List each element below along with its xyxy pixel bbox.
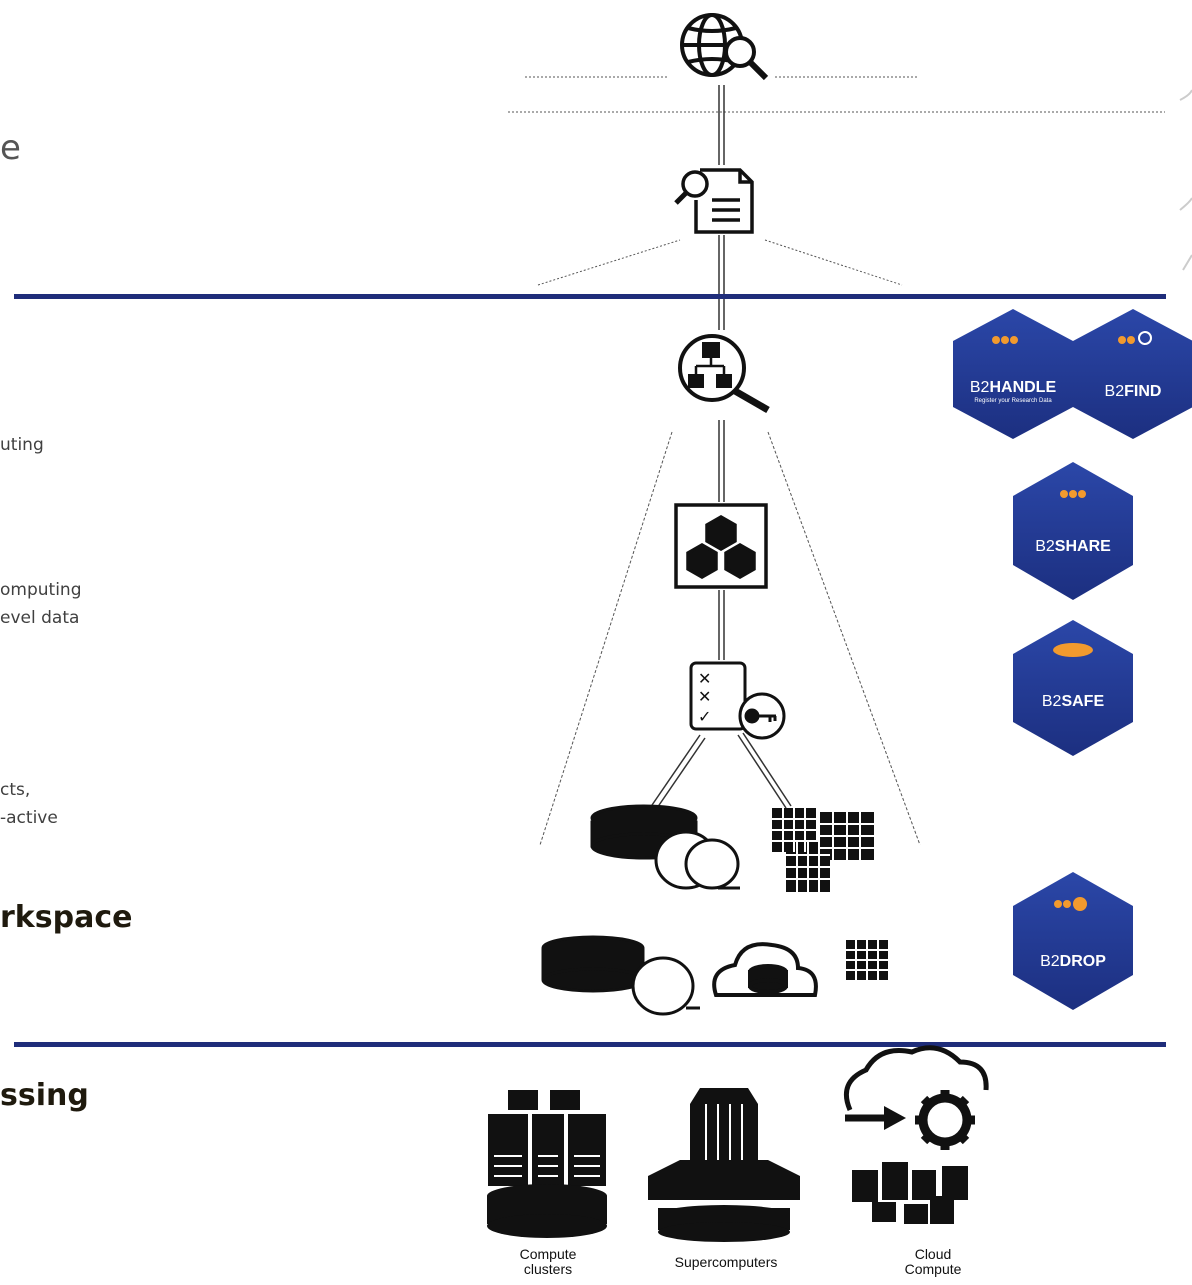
b2handle-label: B2HANDLE — [970, 379, 1057, 396]
left-fragment-top: e — [0, 128, 21, 168]
b2handle-tile[interactable]: B2HANDLE Register your Research Data — [953, 309, 1073, 439]
b2safe-label: B2SAFE — [1042, 693, 1105, 710]
left-fragment-2b: evel data — [0, 608, 80, 628]
heading-workspace: rkspace — [0, 900, 133, 935]
b2drop-tile[interactable]: B2DROP — [1013, 872, 1133, 1010]
checklist-key-icon: ✕ ✕ ✓ — [689, 661, 786, 740]
compute-clusters-icon — [487, 1090, 607, 1238]
cone-dashed-lines — [539, 431, 921, 846]
caption-cloud-compute: Cloud Compute — [904, 1246, 962, 1277]
b2share-label: B2SHARE — [1035, 538, 1111, 555]
network-search-icon — [678, 334, 770, 414]
b2handle-subtitle: Register your Research Data — [974, 398, 1052, 404]
band-bottom — [14, 1042, 1166, 1047]
b2drop-label: B2DROP — [1040, 953, 1106, 970]
right-edge-arcs — [1179, 89, 1192, 271]
cloud-storage-icon — [712, 942, 818, 997]
cloud-compute-icon — [844, 1045, 989, 1224]
left-fragment-2a: omputing — [0, 580, 82, 600]
left-fragment-3b: -active — [0, 808, 58, 828]
b2find-tile[interactable]: B2FIND — [1073, 309, 1192, 439]
top-dotted-lines — [508, 76, 1165, 286]
caption-supercomputers: Supercomputers — [674, 1254, 778, 1270]
svg-text:✓: ✓ — [698, 707, 711, 726]
svg-text:✕: ✕ — [698, 687, 711, 706]
spine-double-line — [649, 85, 792, 812]
b2safe-tile[interactable]: B2SAFE — [1013, 620, 1133, 756]
globe-search-icon — [680, 13, 769, 81]
svg-text:✕: ✕ — [698, 669, 711, 688]
supercomputer-icon — [648, 1088, 800, 1242]
caption-compute-clusters: Compute clusters — [519, 1246, 577, 1277]
b2find-label: B2FIND — [1105, 383, 1162, 400]
data-objects-icon — [674, 503, 768, 589]
cube-cluster-icon — [772, 808, 874, 892]
database-storage-icon — [590, 804, 740, 890]
left-fragment-3a: cts, — [0, 780, 31, 800]
small-cube-icon — [846, 940, 888, 980]
workspace-database-icon — [541, 935, 700, 1016]
b2share-tile[interactable]: B2SHARE — [1013, 462, 1133, 600]
heading-processing: ssing — [0, 1078, 89, 1113]
left-fragment-1: uting — [0, 435, 44, 455]
document-search-icon — [674, 168, 754, 234]
band-top — [14, 294, 1166, 299]
